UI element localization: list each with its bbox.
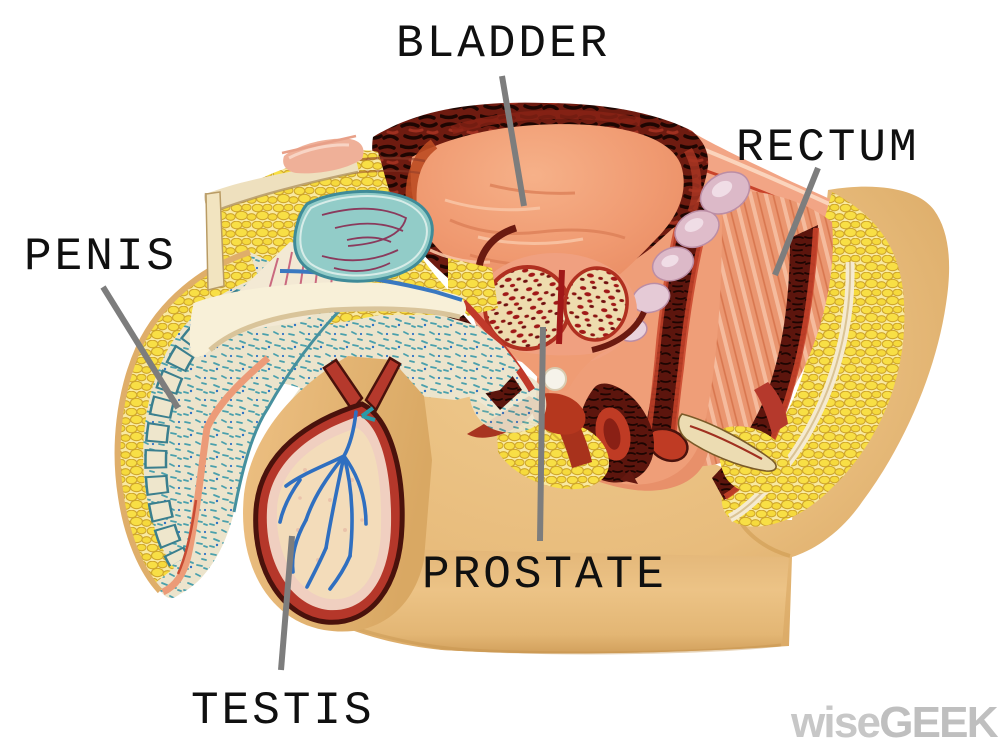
svg-text:PROSTATE: PROSTATE [422, 549, 667, 601]
svg-text:wiseGEEK: wiseGEEK [790, 698, 999, 747]
svg-text:TESTIS: TESTIS [191, 685, 375, 737]
svg-text:BLADDER: BLADDER [396, 18, 610, 70]
svg-text:PENIS: PENIS [24, 231, 177, 283]
svg-text:RECTUM: RECTUM [736, 122, 920, 174]
